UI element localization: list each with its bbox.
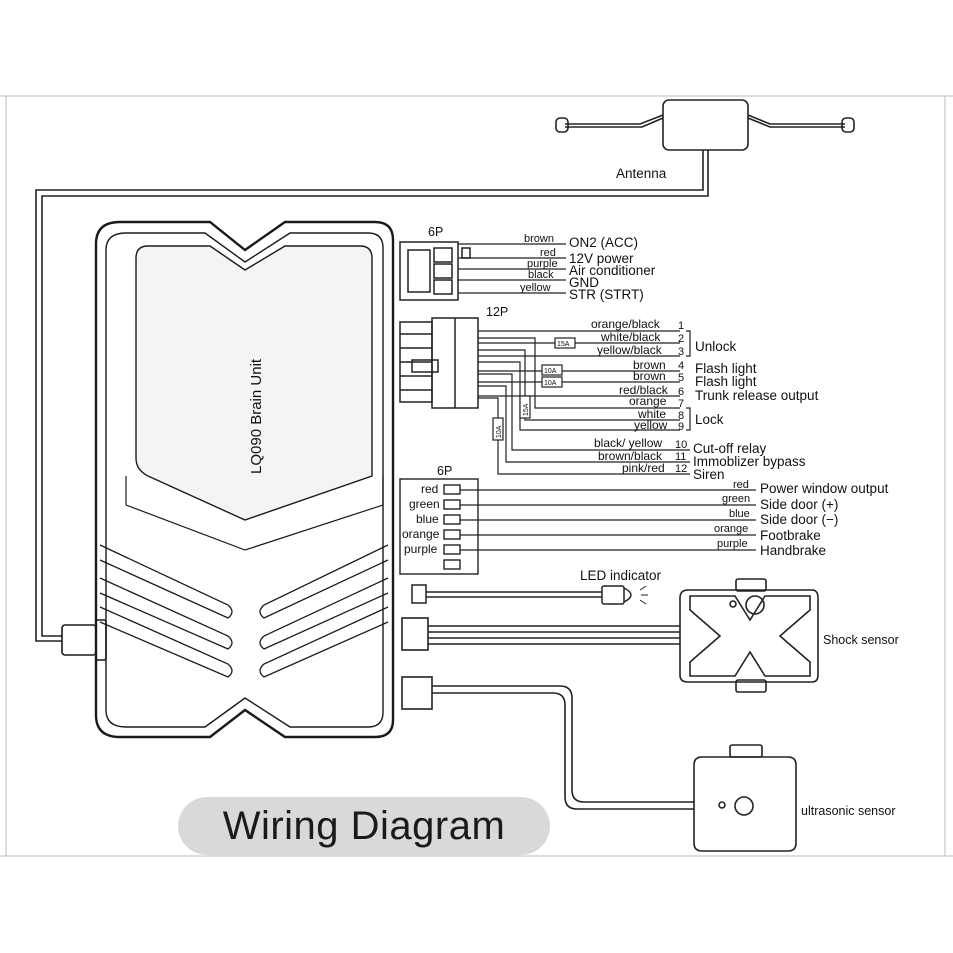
svg-text:5: 5	[678, 372, 684, 384]
svg-text:7: 7	[678, 398, 684, 410]
svg-text:4: 4	[678, 360, 684, 372]
svg-text:ON2 (ACC): ON2 (ACC)	[569, 235, 638, 250]
svg-text:green: green	[722, 493, 750, 505]
svg-text:purple: purple	[717, 538, 748, 550]
conn6p-top-texts: brown ON2 (ACC) red 12V power purple Air…	[520, 233, 656, 302]
svg-text:brown/black: brown/black	[598, 449, 663, 463]
conn6p-top-label: 6P	[428, 225, 443, 239]
brackets	[686, 330, 691, 431]
frame-lines	[0, 95, 953, 857]
conn6p-bottom-pins: red green blue orange purple	[402, 482, 440, 556]
svg-text:brown: brown	[524, 233, 554, 245]
svg-text:10A: 10A	[544, 368, 557, 375]
led-indicator	[411, 584, 648, 605]
svg-text:Flash light: Flash light	[695, 374, 757, 389]
svg-text:orange: orange	[402, 527, 440, 541]
svg-text:Handbrake: Handbrake	[760, 543, 826, 558]
conn6p-bottom-wires	[460, 489, 756, 551]
svg-text:2: 2	[678, 333, 684, 345]
svg-text:orange: orange	[714, 523, 748, 535]
svg-text:white: white	[637, 407, 666, 421]
svg-text:Siren: Siren	[693, 467, 725, 482]
antenna	[35, 99, 855, 642]
svg-text:Footbrake: Footbrake	[760, 528, 821, 543]
conn12p-label: 12P	[486, 305, 508, 319]
conn6p-bottom-texts: red Power window output green Side door …	[714, 479, 889, 558]
svg-text:black: black	[528, 269, 554, 281]
shock-label: Shock sensor	[823, 633, 899, 647]
svg-text:10: 10	[675, 439, 687, 451]
svg-text:10A: 10A	[544, 380, 557, 387]
svg-text:black/ yellow: black/ yellow	[594, 436, 662, 450]
svg-text:Immoblizer bypass: Immoblizer bypass	[693, 454, 806, 469]
conn12p-functions: Unlock Flash light Flash light Trunk rel…	[693, 339, 819, 482]
led-label: LED indicator	[580, 568, 662, 583]
svg-text:11: 11	[675, 451, 686, 463]
svg-text:orange/black: orange/black	[591, 317, 661, 331]
svg-text:orange: orange	[629, 394, 667, 408]
ultrasonic-label: ultrasonic sensor	[801, 804, 896, 818]
svg-text:yellow/black: yellow/black	[597, 343, 663, 357]
svg-text:1: 1	[678, 320, 684, 332]
svg-text:8: 8	[678, 410, 684, 422]
svg-text:3: 3	[678, 346, 684, 358]
svg-text:green: green	[409, 497, 440, 511]
svg-text:blue: blue	[729, 508, 750, 520]
svg-text:red: red	[540, 247, 556, 259]
title-badge: Wiring Diagram	[178, 797, 550, 855]
antenna-label: Antenna	[616, 166, 667, 181]
svg-text:15A: 15A	[557, 341, 570, 348]
svg-text:Flash light: Flash light	[695, 361, 757, 376]
ultrasonic-sensor	[401, 676, 797, 852]
svg-text:purple: purple	[527, 258, 558, 270]
svg-text:10A: 10A	[496, 425, 503, 438]
svg-text:brown: brown	[633, 358, 666, 372]
svg-text:red: red	[421, 482, 438, 496]
svg-text:STR (STRT): STR (STRT)	[569, 287, 644, 302]
svg-text:yellow: yellow	[634, 418, 668, 432]
shock-sensor	[401, 578, 819, 693]
conn6p-top-wires	[458, 243, 566, 294]
svg-text:Lock: Lock	[695, 412, 724, 427]
conn12p-texts: orange/black 1 white/black 2 yellow/blac…	[591, 317, 687, 475]
svg-text:12: 12	[675, 463, 687, 475]
page-title: Wiring Diagram	[222, 803, 506, 848]
svg-text:Unlock: Unlock	[695, 339, 737, 354]
svg-text:blue: blue	[416, 512, 439, 526]
fuses	[492, 337, 576, 441]
svg-text:6: 6	[678, 386, 684, 398]
brain-unit-body	[61, 220, 395, 739]
conn6p-bottom-label: 6P	[437, 464, 452, 478]
svg-text:purple: purple	[404, 542, 438, 556]
svg-text:Side door (−): Side door (−)	[760, 512, 838, 527]
fuse-labels: 15A 10A 10A 15A 10A	[496, 341, 570, 438]
brain-unit-label: LQ090 Brain Unit	[248, 358, 265, 474]
svg-text:brown: brown	[633, 369, 666, 383]
svg-text:9: 9	[678, 421, 684, 433]
svg-text:yellow: yellow	[520, 282, 551, 294]
svg-text:12V power: 12V power	[569, 251, 634, 266]
conn6p-top	[399, 241, 471, 301]
svg-text:Cut-off relay: Cut-off relay	[693, 441, 767, 456]
svg-text:Power window output: Power window output	[760, 481, 889, 496]
svg-text:GND: GND	[569, 275, 599, 290]
svg-text:Air conditioner: Air conditioner	[569, 263, 656, 278]
svg-text:white/black: white/black	[600, 330, 661, 344]
svg-text:Side door (+): Side door (+)	[760, 497, 838, 512]
svg-text:pink/red: pink/red	[622, 461, 665, 475]
conn12p	[399, 317, 479, 409]
svg-text:Trunk release output: Trunk release output	[695, 388, 819, 403]
svg-text:15A: 15A	[523, 403, 530, 416]
svg-text:red: red	[733, 479, 749, 491]
svg-text:red/black: red/black	[619, 383, 669, 397]
